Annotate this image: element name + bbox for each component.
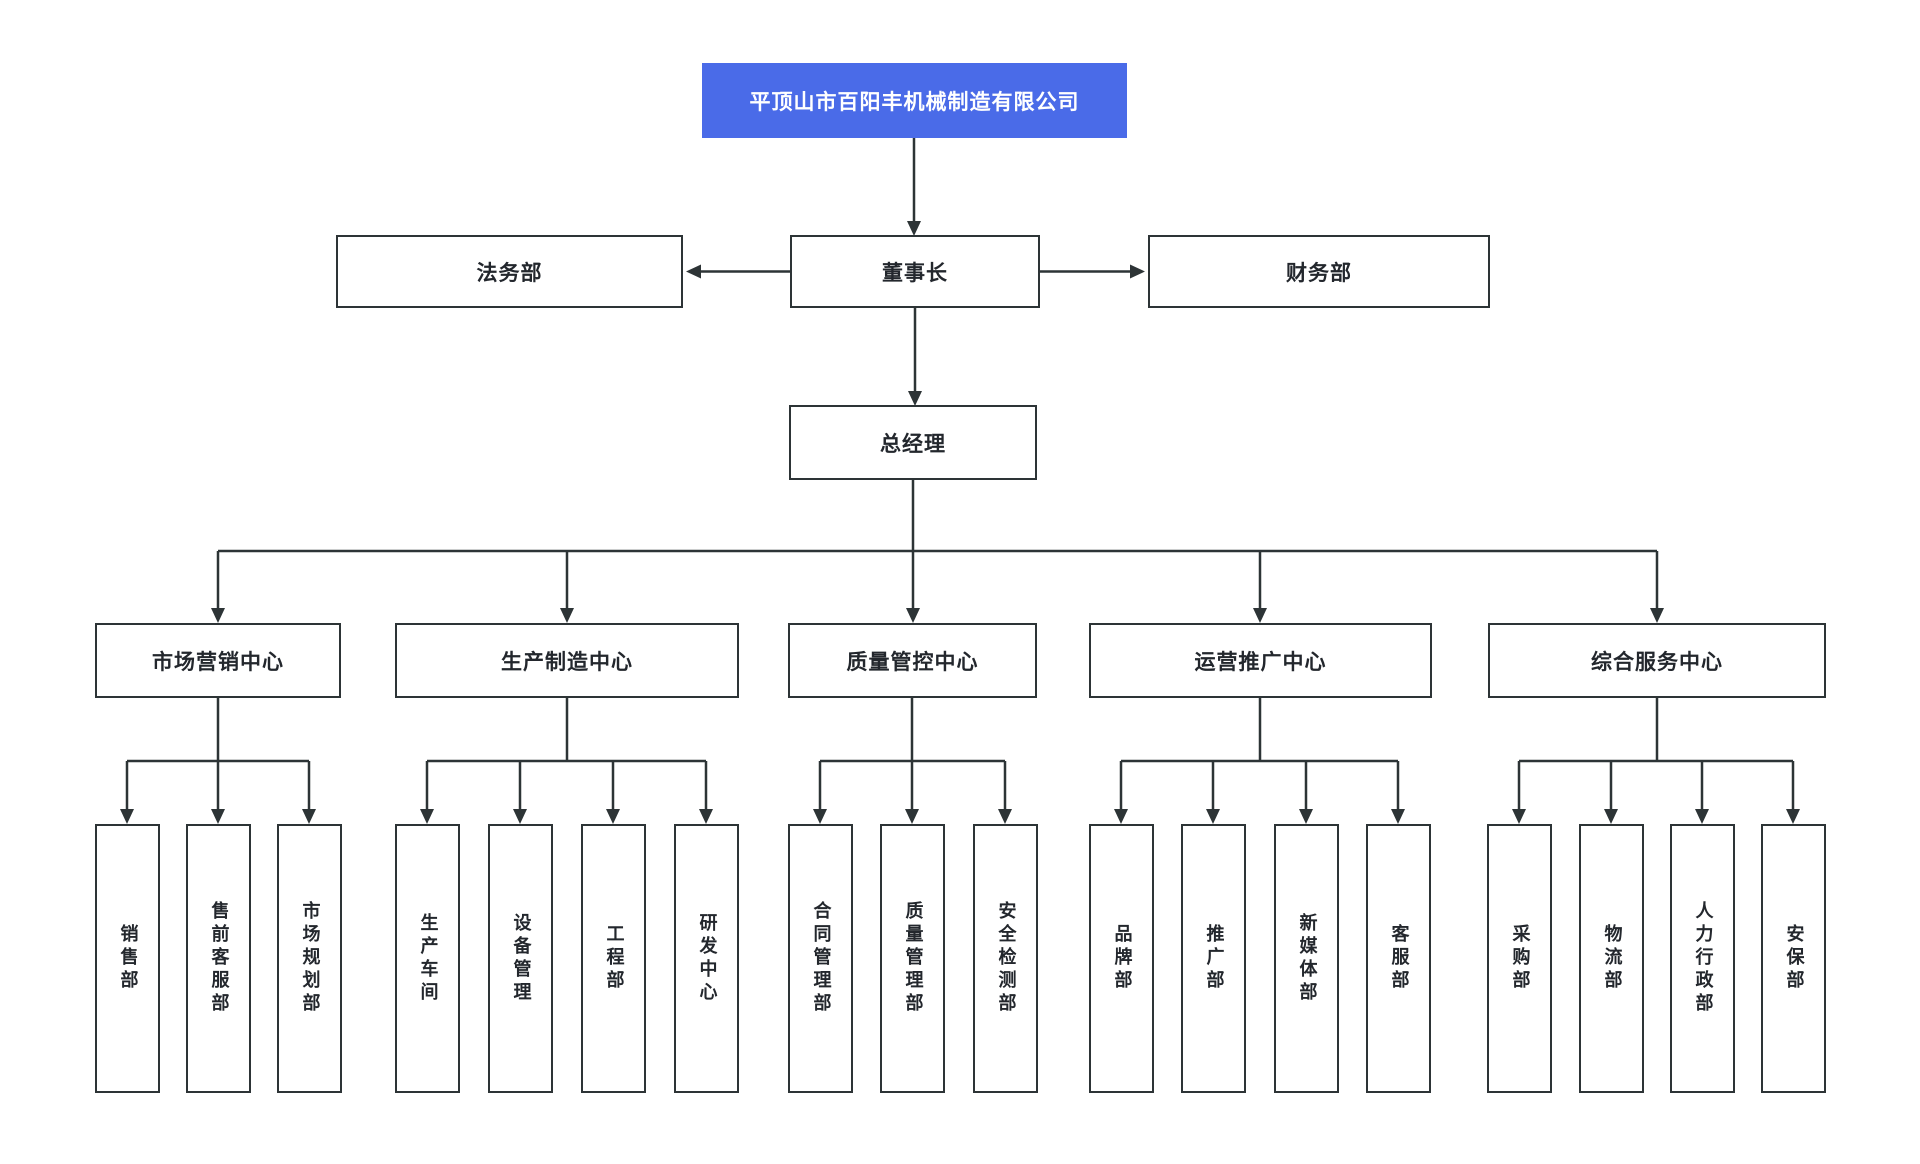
node-equipment-mgmt-label: 设备管理 xyxy=(510,912,532,1005)
node-security-dept: 安保部 xyxy=(1761,824,1826,1093)
node-promotion-dept-label: 推广部 xyxy=(1203,924,1225,993)
node-equipment-mgmt: 设备管理 xyxy=(488,824,553,1093)
node-company: 平顶山市百阳丰机械制造有限公司 xyxy=(702,63,1127,138)
node-contract-mgmt-dept-label: 合同管理部 xyxy=(810,901,832,1016)
node-company-label: 平顶山市百阳丰机械制造有限公司 xyxy=(749,89,1080,114)
node-logistics-dept: 物流部 xyxy=(1579,824,1644,1093)
node-presales-service-dept: 售前客服部 xyxy=(186,824,251,1093)
node-new-media-dept: 新媒体部 xyxy=(1274,824,1339,1093)
node-engineering-dept-label: 工程部 xyxy=(603,924,625,993)
node-market-planning-dept-label: 市场规划部 xyxy=(299,901,321,1016)
node-services-center-label: 综合服务中心 xyxy=(1591,649,1723,674)
node-procurement-dept-label: 采购部 xyxy=(1509,924,1531,993)
node-customer-service-dept-label: 客服部 xyxy=(1388,924,1410,993)
node-presales-service-dept-label: 售前客服部 xyxy=(208,901,230,1016)
node-marketing-center: 市场营销中心 xyxy=(95,623,341,698)
node-new-media-dept-label: 新媒体部 xyxy=(1296,912,1318,1005)
node-quality-mgmt-dept: 质量管理部 xyxy=(880,824,945,1093)
node-finance-dept-label: 财务部 xyxy=(1286,260,1352,285)
node-rd-center: 研发中心 xyxy=(674,824,739,1093)
node-hr-admin-dept-label: 人力行政部 xyxy=(1692,901,1714,1016)
node-hr-admin-dept: 人力行政部 xyxy=(1670,824,1735,1093)
node-marketing-center-label: 市场营销中心 xyxy=(152,649,284,674)
node-rd-center-label: 研发中心 xyxy=(696,912,718,1005)
connector-arrowheads xyxy=(120,221,1800,824)
node-sales-dept: 销售部 xyxy=(95,824,160,1093)
node-sales-dept-label: 销售部 xyxy=(117,924,139,993)
node-safety-inspection-dept-label: 安全检测部 xyxy=(995,901,1017,1016)
node-logistics-dept-label: 物流部 xyxy=(1601,924,1623,993)
node-brand-dept: 品牌部 xyxy=(1089,824,1154,1093)
node-quality-center: 质量管控中心 xyxy=(788,623,1037,698)
node-procurement-dept: 采购部 xyxy=(1487,824,1552,1093)
node-general-manager: 总经理 xyxy=(789,405,1037,480)
node-general-manager-label: 总经理 xyxy=(880,431,946,456)
node-chairman: 董事长 xyxy=(790,235,1040,308)
node-customer-service-dept: 客服部 xyxy=(1366,824,1431,1093)
node-contract-mgmt-dept: 合同管理部 xyxy=(788,824,853,1093)
node-services-center: 综合服务中心 xyxy=(1488,623,1826,698)
node-security-dept-label: 安保部 xyxy=(1783,924,1805,993)
node-quality-center-label: 质量管控中心 xyxy=(846,649,979,674)
node-chairman-label: 董事长 xyxy=(882,260,948,285)
node-quality-mgmt-dept-label: 质量管理部 xyxy=(902,901,924,1016)
node-operations-center-label: 运营推广中心 xyxy=(1194,649,1327,674)
node-brand-dept-label: 品牌部 xyxy=(1111,924,1133,993)
node-promotion-dept: 推广部 xyxy=(1181,824,1246,1093)
node-safety-inspection-dept: 安全检测部 xyxy=(973,824,1038,1093)
node-finance-dept: 财务部 xyxy=(1148,235,1490,308)
node-production-workshop: 生产车间 xyxy=(395,824,460,1093)
node-production-workshop-label: 生产车间 xyxy=(417,912,439,1005)
node-engineering-dept: 工程部 xyxy=(581,824,646,1093)
node-legal-dept: 法务部 xyxy=(336,235,683,308)
node-operations-center: 运营推广中心 xyxy=(1089,623,1432,698)
node-production-center: 生产制造中心 xyxy=(395,623,739,698)
node-production-center-label: 生产制造中心 xyxy=(501,649,633,674)
node-legal-dept-label: 法务部 xyxy=(476,260,543,285)
node-market-planning-dept: 市场规划部 xyxy=(277,824,342,1093)
